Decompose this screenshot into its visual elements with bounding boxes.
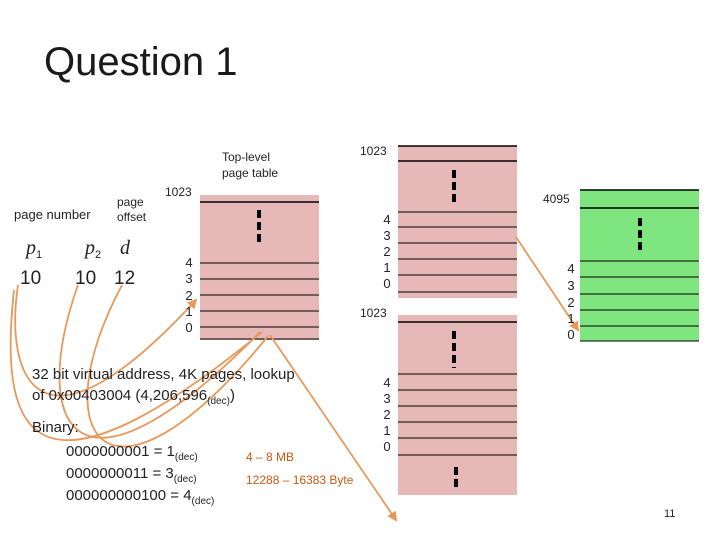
binary-label: Binary:: [32, 419, 79, 436]
second-table-2-top-index: 1023: [360, 306, 387, 320]
page-index: 3: [567, 278, 575, 293]
bits-d: 12: [114, 268, 136, 289]
top-table-index: 1: [185, 304, 193, 319]
top-table-index: 3: [185, 271, 193, 286]
top-level-label-line1: Top-level: [222, 150, 271, 164]
arrow-d-curve: [86, 284, 269, 448]
top-table-top-index: 1023: [165, 185, 192, 199]
range-annotation-mb: 4 – 8 MB: [246, 450, 295, 464]
second-table-1-index: 2: [383, 244, 391, 259]
page-index: 2: [567, 295, 575, 310]
top-table-index: 4: [185, 255, 193, 270]
top-level-label-line2: page table: [222, 166, 279, 180]
second-table-2-index: 0: [383, 439, 391, 454]
second-table-1-top-index: 1023: [360, 144, 387, 158]
second-level-table-2: [398, 315, 517, 495]
slide-number: 11: [664, 508, 676, 520]
top-level-page-table: [200, 195, 319, 340]
top-table-index: 2: [185, 288, 193, 303]
binary-line-1: 0000000001 = 1(dec): [66, 443, 198, 463]
second-table-2-index: 2: [383, 407, 391, 422]
p2-label: p2: [85, 237, 102, 261]
arrow-p1-curve: [9, 289, 263, 441]
slide-title: Question 1: [44, 40, 238, 84]
page-index: 0: [567, 327, 575, 342]
second-table-1-index: 0: [383, 276, 391, 291]
bits-p2: 10: [75, 268, 97, 289]
d-label: d: [120, 237, 130, 259]
arrow-second-to-page: [515, 236, 580, 332]
top-table-index: 0: [185, 320, 193, 335]
second-table-1-index: 3: [383, 228, 391, 243]
second-table-2-index: 3: [383, 391, 391, 406]
second-level-table-1: [398, 145, 517, 298]
page-index: 1: [567, 311, 575, 326]
page-number-label: page number: [14, 207, 91, 222]
second-table-2-index: 1: [383, 423, 391, 438]
binary-line-2: 0000000011 = 3(dec): [66, 465, 197, 485]
arrow-p1-to-top-table: [14, 284, 198, 397]
page-offset-label: page offset: [117, 195, 147, 224]
range-annotation-bytes: 12288 – 16383 Byte: [246, 473, 354, 487]
page-index: 4: [567, 261, 575, 276]
second-table-1-index: 1: [383, 260, 391, 275]
physical-page: [580, 189, 699, 342]
binary-line-3: 000000000100 = 4(dec): [66, 487, 215, 507]
question-line-1: 32 bit virtual address, 4K pages, lookup: [32, 366, 295, 383]
p1-label: p1: [26, 237, 43, 261]
question-line-2: of 0x00403004 (4,206,596(dec)): [32, 387, 235, 407]
second-table-1-index: 4: [383, 212, 391, 227]
page-top-index: 4095: [543, 192, 570, 206]
second-table-2-index: 4: [383, 375, 391, 390]
lookup-arrows: [9, 236, 580, 522]
bits-p1: 10: [20, 268, 42, 289]
arrow-top-to-second: [269, 334, 398, 522]
arrow-p2-curve: [58, 284, 261, 439]
